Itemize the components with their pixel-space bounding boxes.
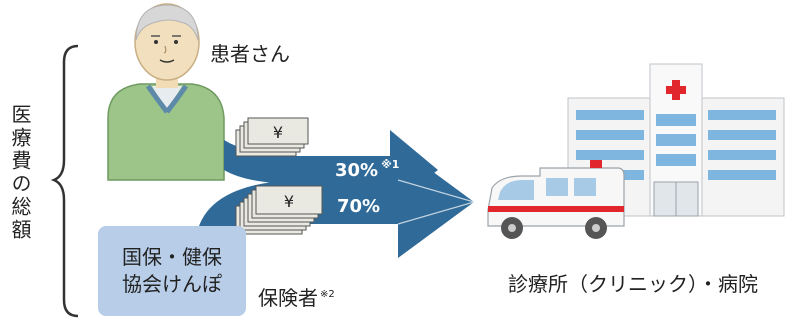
insurer-box-line1: 国保・健保 [122, 245, 222, 269]
insurer-label-note: ※2 [320, 289, 335, 300]
insurer-flow-arrow [196, 146, 474, 258]
patient-flow-arrow [224, 130, 438, 206]
total-brace [50, 44, 79, 318]
insurer-box: 国保・健保 協会けんぽ [98, 226, 246, 316]
insurer-money-stack: ¥ [235, 185, 323, 235]
insurer-label-text: 保険者 [258, 286, 318, 310]
hospital-cross-icon [666, 80, 686, 100]
patient-figure [107, 3, 225, 181]
patient-share-text: 30%※1 [335, 158, 399, 181]
total-medical-cost-label: 医療費の総額 [8, 104, 32, 242]
provider-label: 診療所（クリニック）・病院 [508, 272, 758, 296]
ambulance-icon [487, 160, 625, 239]
insurer-label: 保険者※2 [258, 282, 335, 311]
patient-money-stack: ¥ [235, 117, 309, 157]
patient-label: 患者さん [210, 42, 290, 66]
yen-icon: ¥ [273, 123, 283, 142]
yen-icon: ¥ [284, 192, 294, 211]
insurer-box-line2: 協会けんぽ [122, 272, 222, 296]
insurer-share-text: 70% [337, 196, 380, 217]
